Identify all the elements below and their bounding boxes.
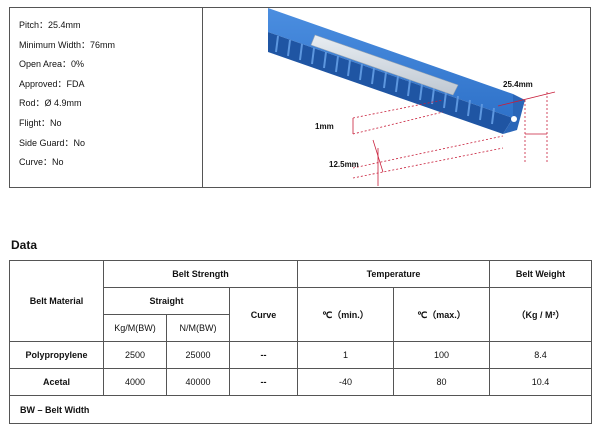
header-weight-unit: （Kg / M²） [489,287,593,342]
rod-hole [511,116,517,122]
spec-open-area: Open Area：0% [19,59,85,70]
belt-illustration: 25.4mm 1mm 12.5mm [268,8,556,186]
spec-pitch: Pitch：25.4mm [19,20,81,30]
spec-list: Pitch：25.4mm Minimum Width：76mm Open Are… [10,8,203,187]
table-header-row-3: Kg/M(BW) N/M(BW) [10,314,592,342]
cell-temp-min: 1 [297,341,394,369]
header-temp-min: ℃（min.） [297,287,394,342]
footnote-belt-width: BW – Belt Width [8,395,593,424]
header-temperature: Temperature [296,260,491,288]
header-belt-weight: Belt Weight [489,260,593,288]
table-row: Polypropylene 2500 25000 -- 1 100 8.4 [9,341,593,369]
cell-curve: -- [229,368,298,396]
spec-rod: Rod：Ø 4.9mm [19,98,82,109]
dimension-lines [352,91,556,186]
spec-approved: Approved：FDA [19,78,85,89]
cell-material: Polypropylene [9,341,104,369]
cell-temp-max: 100 [392,341,491,369]
spec-flight: Flight：No [19,117,62,128]
cell-temp-max: 80 [392,368,491,396]
cell-n: 40000 [166,368,230,396]
header-curve: Curve [229,287,298,342]
belt-ridges [275,35,495,125]
header-temp-max: ℃（max.） [392,287,491,342]
cell-temp-min: -40 [297,368,394,396]
table-header-row-1: Belt Material Belt Strength Temperature … [9,260,593,342]
header-belt-material: Belt Material [9,260,104,342]
spec-panel: Pitch：25.4mm Minimum Width：76mm Open Are… [9,7,591,188]
belt-data-table: Belt Material Belt Strength Temperature … [8,260,593,424]
dim-label-pitch: 25.4mm [503,80,533,89]
table-footnote-row: BW – Belt Width [8,395,593,424]
cell-kg: 4000 [103,368,167,396]
cell-weight: 8.4 [489,341,593,369]
header-n-m-bw: N/M(BW) [166,314,230,342]
spec-side-guard: Side Guard：No [19,137,86,148]
header-kg-m-bw: Kg/M(BW) [103,314,167,342]
belt-front-face [268,32,513,134]
header-straight: Straight [103,287,230,315]
belt-end-cap [503,94,525,134]
belt-top-slot [310,34,459,96]
header-belt-strength: Belt Strength [103,260,298,288]
belt-figure: 25.4mm 1mm 12.5mm [203,8,590,187]
spec-curve: Curve：No [19,157,64,168]
spec-minimum-width: Minimum Width：76mm [19,39,116,50]
cell-weight: 10.4 [489,368,593,396]
cell-kg: 2500 [103,341,167,369]
dim-label-12-5mm: 12.5mm [329,160,359,169]
cell-curve: -- [229,341,298,369]
dim-label-1mm: 1mm [315,122,334,131]
cell-material: Acetal [9,368,104,396]
table-header-row-2: Straight Curve ℃（min.） ℃（max.） （Kg / M²） [10,287,593,342]
section-title-data: Data [11,238,38,252]
table-row: Acetal 4000 40000 -- -40 80 10.4 [9,368,593,396]
cell-n: 25000 [166,341,230,369]
